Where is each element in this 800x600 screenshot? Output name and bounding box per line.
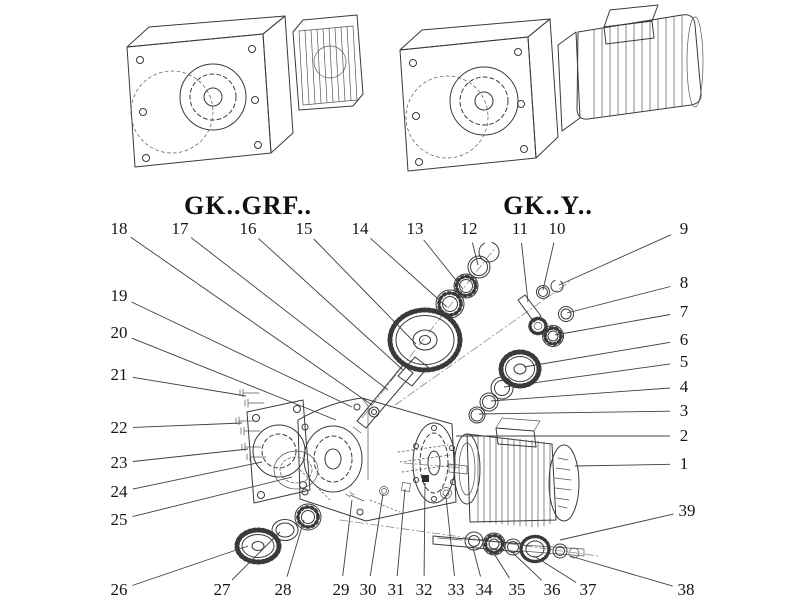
leader-line-5	[503, 363, 671, 388]
motor	[448, 417, 580, 528]
leader-line-29	[342, 499, 353, 577]
gear-housing	[297, 397, 457, 522]
leader-line-3	[478, 410, 671, 415]
leader-line-38	[569, 555, 673, 587]
output-shaft-assembly	[432, 531, 585, 564]
leader-line-20	[131, 337, 337, 421]
model-label-gk-y: GK..Y..	[503, 191, 593, 220]
mounting-bolts	[235, 388, 267, 462]
leader-line-9	[558, 234, 672, 286]
leader-line-8	[566, 286, 671, 314]
leader-line-21	[132, 376, 247, 397]
leader-line-23	[132, 448, 249, 462]
leader-line-30	[369, 493, 384, 577]
leader-line-35	[492, 551, 510, 579]
model-label-gk-grf: GK..GRF..	[184, 191, 312, 220]
intermediate-shaft-parts	[352, 241, 500, 434]
leader-line-27	[231, 531, 281, 581]
leader-line-34	[472, 547, 481, 577]
leader-line-31	[396, 488, 406, 577]
leader-line-6	[523, 341, 671, 368]
leader-line-4	[490, 387, 671, 402]
leader-line-33	[445, 496, 455, 577]
leader-line-14	[370, 237, 448, 308]
leader-line-10	[542, 242, 555, 291]
leader-lines	[130, 234, 674, 587]
leader-line-25	[132, 476, 293, 518]
leader-line-15	[313, 238, 417, 345]
leader-line-26	[132, 545, 249, 586]
leader-line-19	[131, 301, 353, 408]
leader-line-37	[533, 555, 577, 583]
leader-line-18	[130, 236, 373, 406]
gearbox-drawing-gk-y	[399, 4, 704, 172]
leader-line-17	[190, 237, 389, 391]
leader-line-7	[554, 314, 671, 336]
leader-line-11	[521, 242, 529, 303]
leader-line-39	[559, 513, 674, 541]
leader-line-13	[423, 239, 464, 290]
leader-line-16	[258, 238, 404, 371]
leader-line-22	[132, 422, 243, 428]
leader-line-28	[286, 519, 305, 577]
lower-gear-parts	[234, 503, 322, 565]
leader-line-1	[574, 463, 671, 467]
input-shaft-parts	[468, 279, 574, 424]
leader-line-36	[512, 552, 543, 581]
gearbox-drawing-gk-grf	[126, 14, 364, 168]
leader-line-12	[471, 242, 479, 266]
flange-plate-and-seals	[246, 399, 319, 504]
leader-line-24	[132, 461, 263, 490]
leader-line-32	[423, 482, 426, 577]
